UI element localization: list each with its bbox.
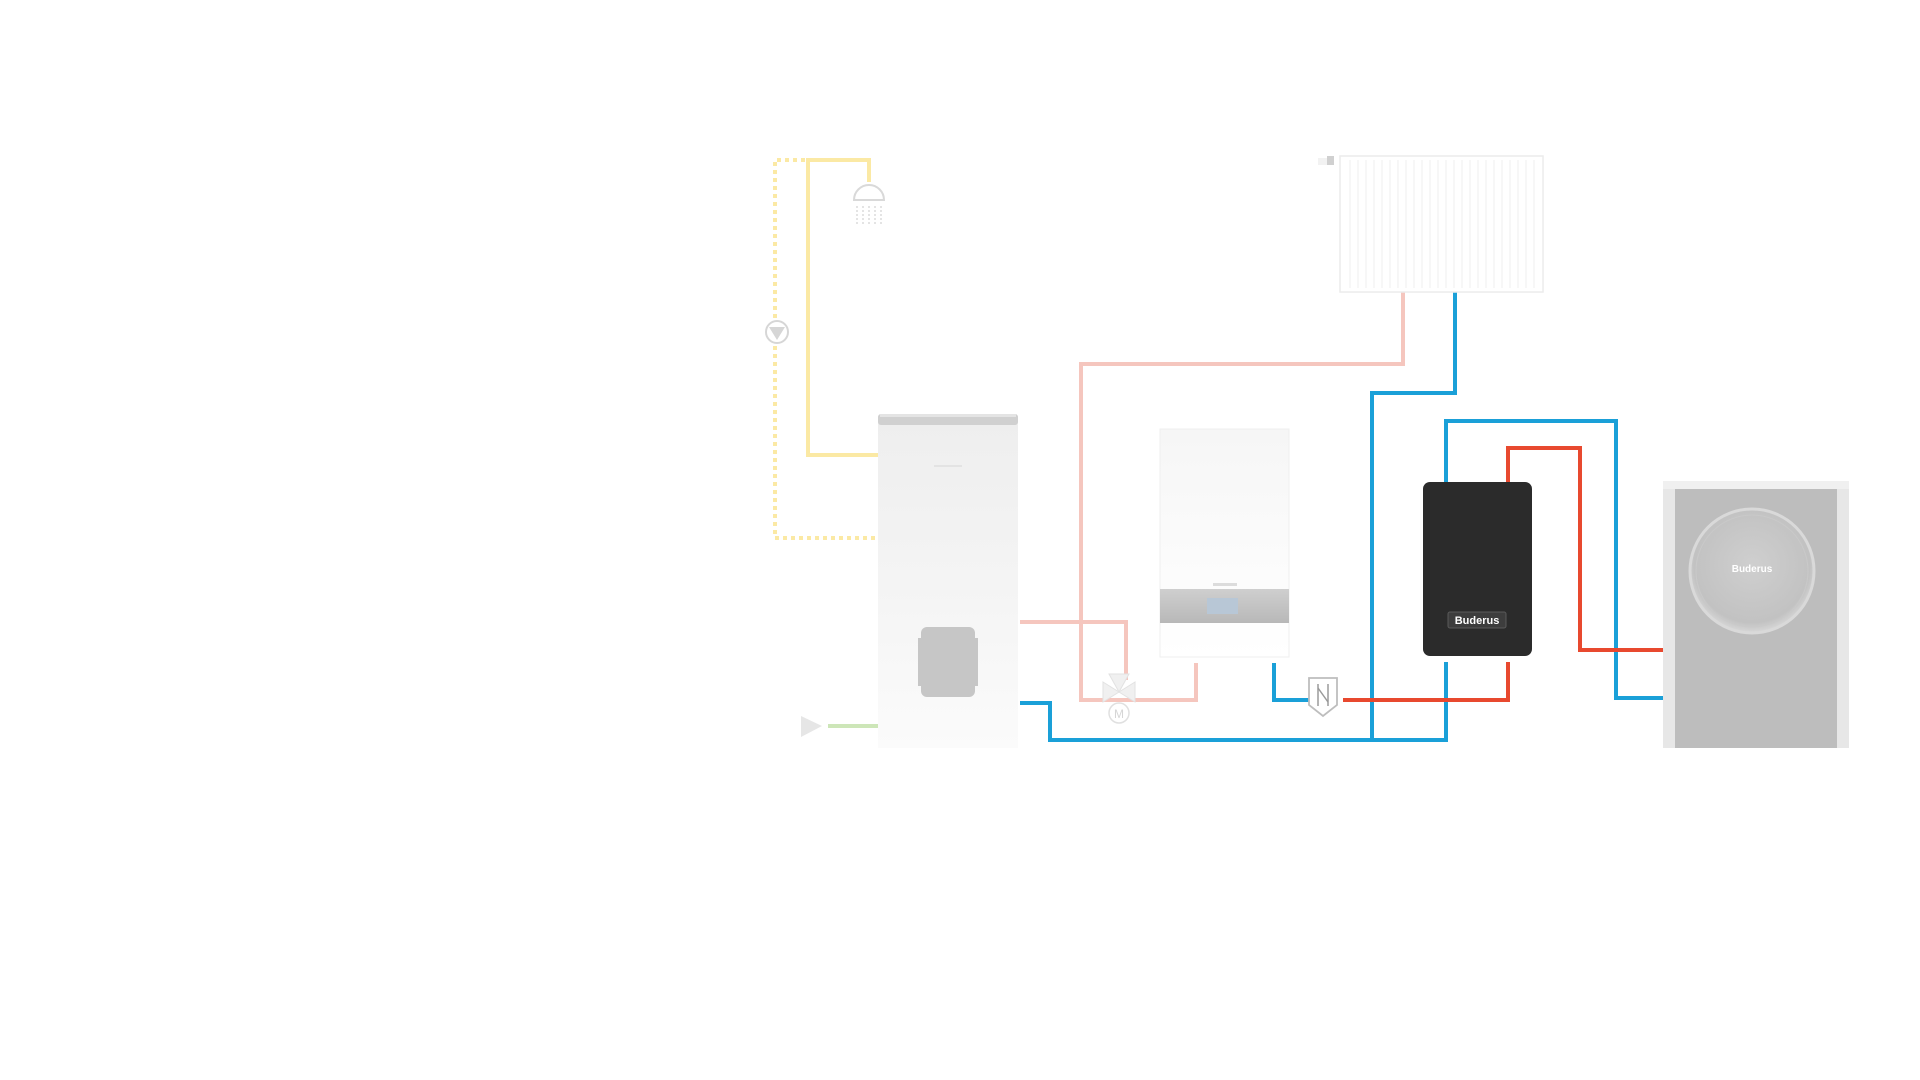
outdoor-unit-flow-pipe [1506,446,1667,652]
tank-return-pipe [1020,662,1448,742]
radiator [1318,155,1544,293]
tank-coil-flow-pipe [1020,620,1128,680]
check-valve-icon [1308,677,1338,718]
shower-icon [852,184,886,226]
indoor-unit-brand: Buderus [1455,615,1500,627]
boiler-logo [1213,583,1237,586]
cold-water-inlet [801,716,885,737]
tank-inspection-cover [921,627,975,697]
radiator-valve-icon [1318,156,1334,165]
mixing-valve-icon: M [1102,673,1136,724]
flow-pipes [1343,446,1667,702]
hot-water-tank [878,414,1018,748]
radiator-return-pipe [1370,292,1457,740]
outdoor-unit-brand: Buderus [1732,564,1773,575]
tank-label [934,465,962,467]
svg-text:M: M [1114,707,1124,721]
outdoor-unit-return-pipe [1444,419,1667,700]
radiator-flow-pipe [1079,292,1405,615]
boiler-display [1207,598,1238,614]
boiler-return-pipe [1272,663,1318,702]
backup-boiler [1159,428,1290,658]
mixing-valve-pipe [1079,615,1198,702]
faded-flow-pipes [1020,292,1405,702]
outdoor-unit-fan-grille [1688,507,1816,635]
return-pipes [1020,292,1667,742]
motor-icon: M [1108,702,1130,724]
heat-pump-indoor-unit: Buderus [1423,482,1532,656]
indoor-unit-logo-badge [1447,611,1507,629]
hot-water-circulation-pipe [773,158,883,540]
hot-water-supply-pipe [806,158,883,457]
cold-water-inlet-icon [801,716,822,737]
heat-pump-outdoor-unit: Buderus [1663,481,1849,748]
indoor-unit-flow-pipe [1343,662,1510,702]
circulation-pump-icon [765,320,789,344]
hot-water-pipes [773,158,883,540]
